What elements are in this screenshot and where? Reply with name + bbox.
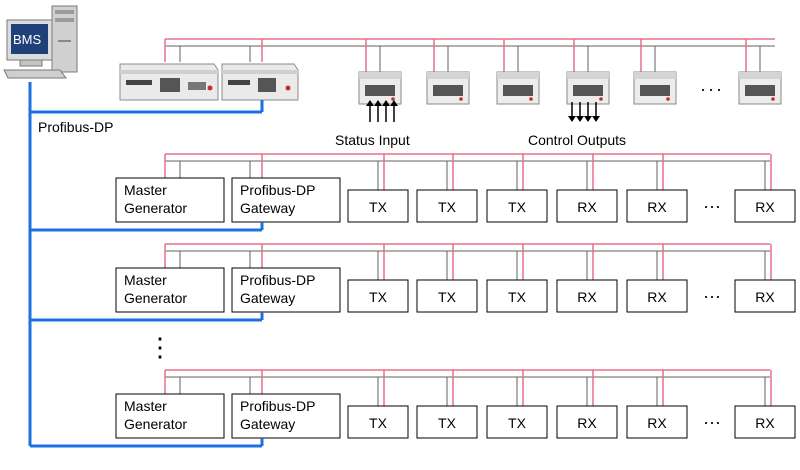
tx-module-label: TX	[369, 415, 388, 431]
rx-module-label: RX	[755, 289, 775, 305]
tx-module-label: TX	[508, 199, 527, 215]
computer-icon	[3, 5, 78, 79]
control-output-arrows	[568, 102, 600, 122]
tx-module-box	[416, 405, 478, 439]
tx-module-label: TX	[369, 199, 388, 215]
io-module-device	[426, 71, 470, 105]
io-module-devices	[358, 39, 782, 105]
rx-module-label: RX	[647, 289, 667, 305]
tx-module-box	[347, 279, 409, 313]
row-ellipsis: ···	[703, 412, 721, 432]
profibus-gateway-label: Gateway	[240, 290, 295, 306]
master-generator-box	[115, 393, 225, 439]
tx-module-box	[347, 405, 409, 439]
master-generator-label: Generator	[124, 290, 187, 306]
top-ellipsis: ···	[700, 79, 724, 99]
rx-module-box	[626, 279, 688, 313]
profibus-trunk	[28, 82, 264, 446]
tx-module-box	[486, 405, 548, 439]
io-module-device	[633, 71, 677, 105]
rx-module-box	[556, 405, 618, 439]
rx-module-label: RX	[647, 199, 667, 215]
tx-module-box	[486, 189, 548, 223]
tx-module-box	[347, 189, 409, 223]
io-module-device	[358, 71, 402, 105]
rx-module-label: RX	[577, 415, 597, 431]
rx-module-box	[626, 189, 688, 223]
control-outputs-label: Control Outputs	[528, 132, 626, 148]
tx-module-box	[416, 189, 478, 223]
rx-module-box	[556, 189, 618, 223]
rx-module-box	[734, 279, 796, 313]
rx-module-box	[556, 279, 618, 313]
master-generator-label: Master	[124, 182, 167, 198]
tx-module-label: TX	[369, 289, 388, 305]
master-generator-box	[115, 177, 225, 223]
row-ellipsis: ···	[703, 196, 721, 216]
rx-module-label: RX	[647, 415, 667, 431]
profibus-gateway-label: Profibus-DP	[240, 182, 315, 198]
profibus-gateway-label: Profibus-DP	[240, 398, 315, 414]
rx-module-label: RX	[755, 199, 775, 215]
status-input-arrows	[366, 100, 398, 122]
generator-device	[119, 63, 219, 101]
master-generator-box	[115, 267, 225, 313]
profibus-gateway-label: Gateway	[240, 416, 295, 432]
profibus-gateway-label: Gateway	[240, 200, 295, 216]
profibus-gateway-box	[231, 393, 341, 439]
top-bus-lines	[164, 38, 775, 62]
tx-module-box	[416, 279, 478, 313]
rx-module-box	[734, 405, 796, 439]
master-generator-label: Master	[124, 398, 167, 414]
rx-module-box	[626, 405, 688, 439]
master-generator-label: Generator	[124, 416, 187, 432]
io-module-device	[738, 71, 782, 105]
profibus-gateway-box	[231, 177, 341, 223]
tx-module-box	[486, 279, 548, 313]
tx-module-label: TX	[508, 289, 527, 305]
io-module-device	[496, 71, 540, 105]
row-ellipsis: ···	[703, 286, 721, 306]
vertical-ellipsis: ⋮	[147, 332, 173, 362]
master-generator-label: Generator	[124, 200, 187, 216]
rx-module-label: RX	[577, 199, 597, 215]
rx-module-label: RX	[577, 289, 597, 305]
rx-module-label: RX	[755, 415, 775, 431]
tx-module-label: TX	[508, 415, 527, 431]
profibus-gateway-box	[231, 267, 341, 313]
tx-module-label: TX	[438, 289, 457, 305]
io-module-device	[566, 71, 610, 105]
status-input-label: Status Input	[335, 132, 410, 148]
profibus-label: Profibus-DP	[38, 119, 113, 135]
profibus-gateway-label: Profibus-DP	[240, 272, 315, 288]
tx-module-label: TX	[438, 415, 457, 431]
rx-module-box	[734, 189, 796, 223]
gateway-device	[221, 63, 299, 101]
master-generator-label: Master	[124, 272, 167, 288]
bms-label: BMS	[13, 32, 42, 47]
tx-module-label: TX	[438, 199, 457, 215]
